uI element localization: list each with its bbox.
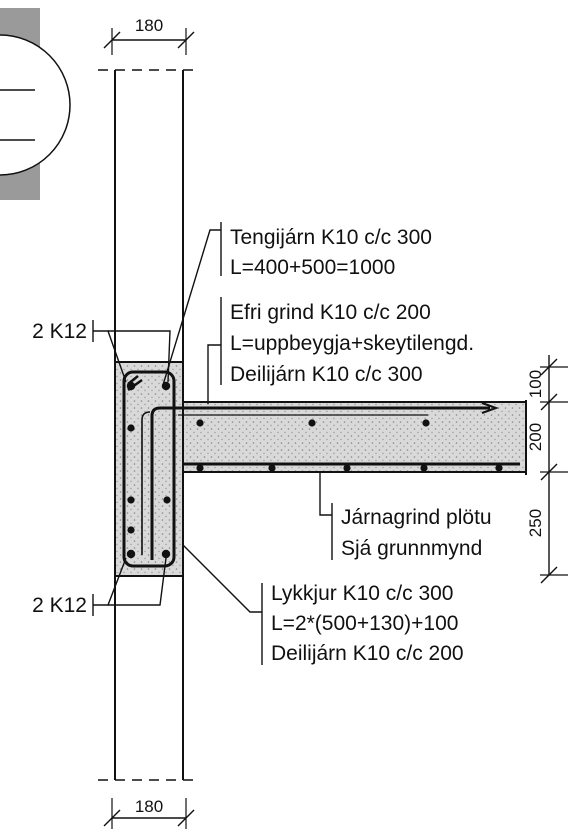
label-lykkjur-2: L=2*(500+130)+100 — [271, 612, 458, 635]
label-efri-grind-1: Efri grind K10 c/c 200 — [230, 301, 431, 324]
slab-top-bar — [141, 402, 499, 560]
dim-slab-depth: 200 — [526, 423, 545, 451]
dim-wall-top: 180 — [103, 16, 195, 55]
label-jarnagrind-2: Sjá grunnmynd — [341, 537, 482, 560]
detail-symbol — [0, 8, 71, 200]
leader-efri-grind: Efri grind K10 c/c 200 L=uppbeygja+skeyt… — [207, 297, 474, 404]
leader-tengijarn: Tengijárn K10 c/c 300 L=400+500=1000 — [162, 222, 432, 386]
dim-wall-bottom: 180 — [103, 797, 195, 829]
rebar-dots — [126, 381, 503, 559]
label-lykkjur-3: Deilijárn K10 c/c 200 — [271, 642, 464, 665]
slab — [182, 400, 527, 475]
dim-below-slab: 250 — [526, 509, 545, 537]
label-efri-grind-2: L=uppbeygja+skeytilengd. — [230, 332, 474, 355]
label-jarnagrind-1: Járnagrind plötu — [341, 506, 492, 529]
dim-wall-width-top: 180 — [135, 16, 163, 35]
dim-wall-width-bottom: 180 — [135, 797, 163, 816]
dim-slab-chain: 100 200 250 — [526, 355, 568, 584]
leader-jarnagrind: Járnagrind plötu Sjá grunnmynd — [319, 472, 492, 560]
label-bars-top: 2 K12 — [32, 320, 87, 343]
leader-lykkjur: Lykkjur K10 c/c 300 L=2*(500+130)+100 De… — [182, 544, 464, 665]
label-tengijarn-1: Tengijárn K10 c/c 300 — [230, 226, 432, 249]
label-bars-bottom: 2 K12 — [32, 594, 87, 617]
label-lykkjur-1: Lykkjur K10 c/c 300 — [271, 582, 453, 605]
callout-bars-top: 2 K12 — [32, 320, 171, 383]
label-tengijarn-2: L=400+500=1000 — [230, 256, 395, 279]
callout-bars-bottom: 2 K12 — [32, 557, 167, 617]
dim-slab-top-cover: 100 — [526, 370, 545, 398]
label-efri-grind-3: Deilijárn K10 c/c 300 — [230, 363, 423, 386]
